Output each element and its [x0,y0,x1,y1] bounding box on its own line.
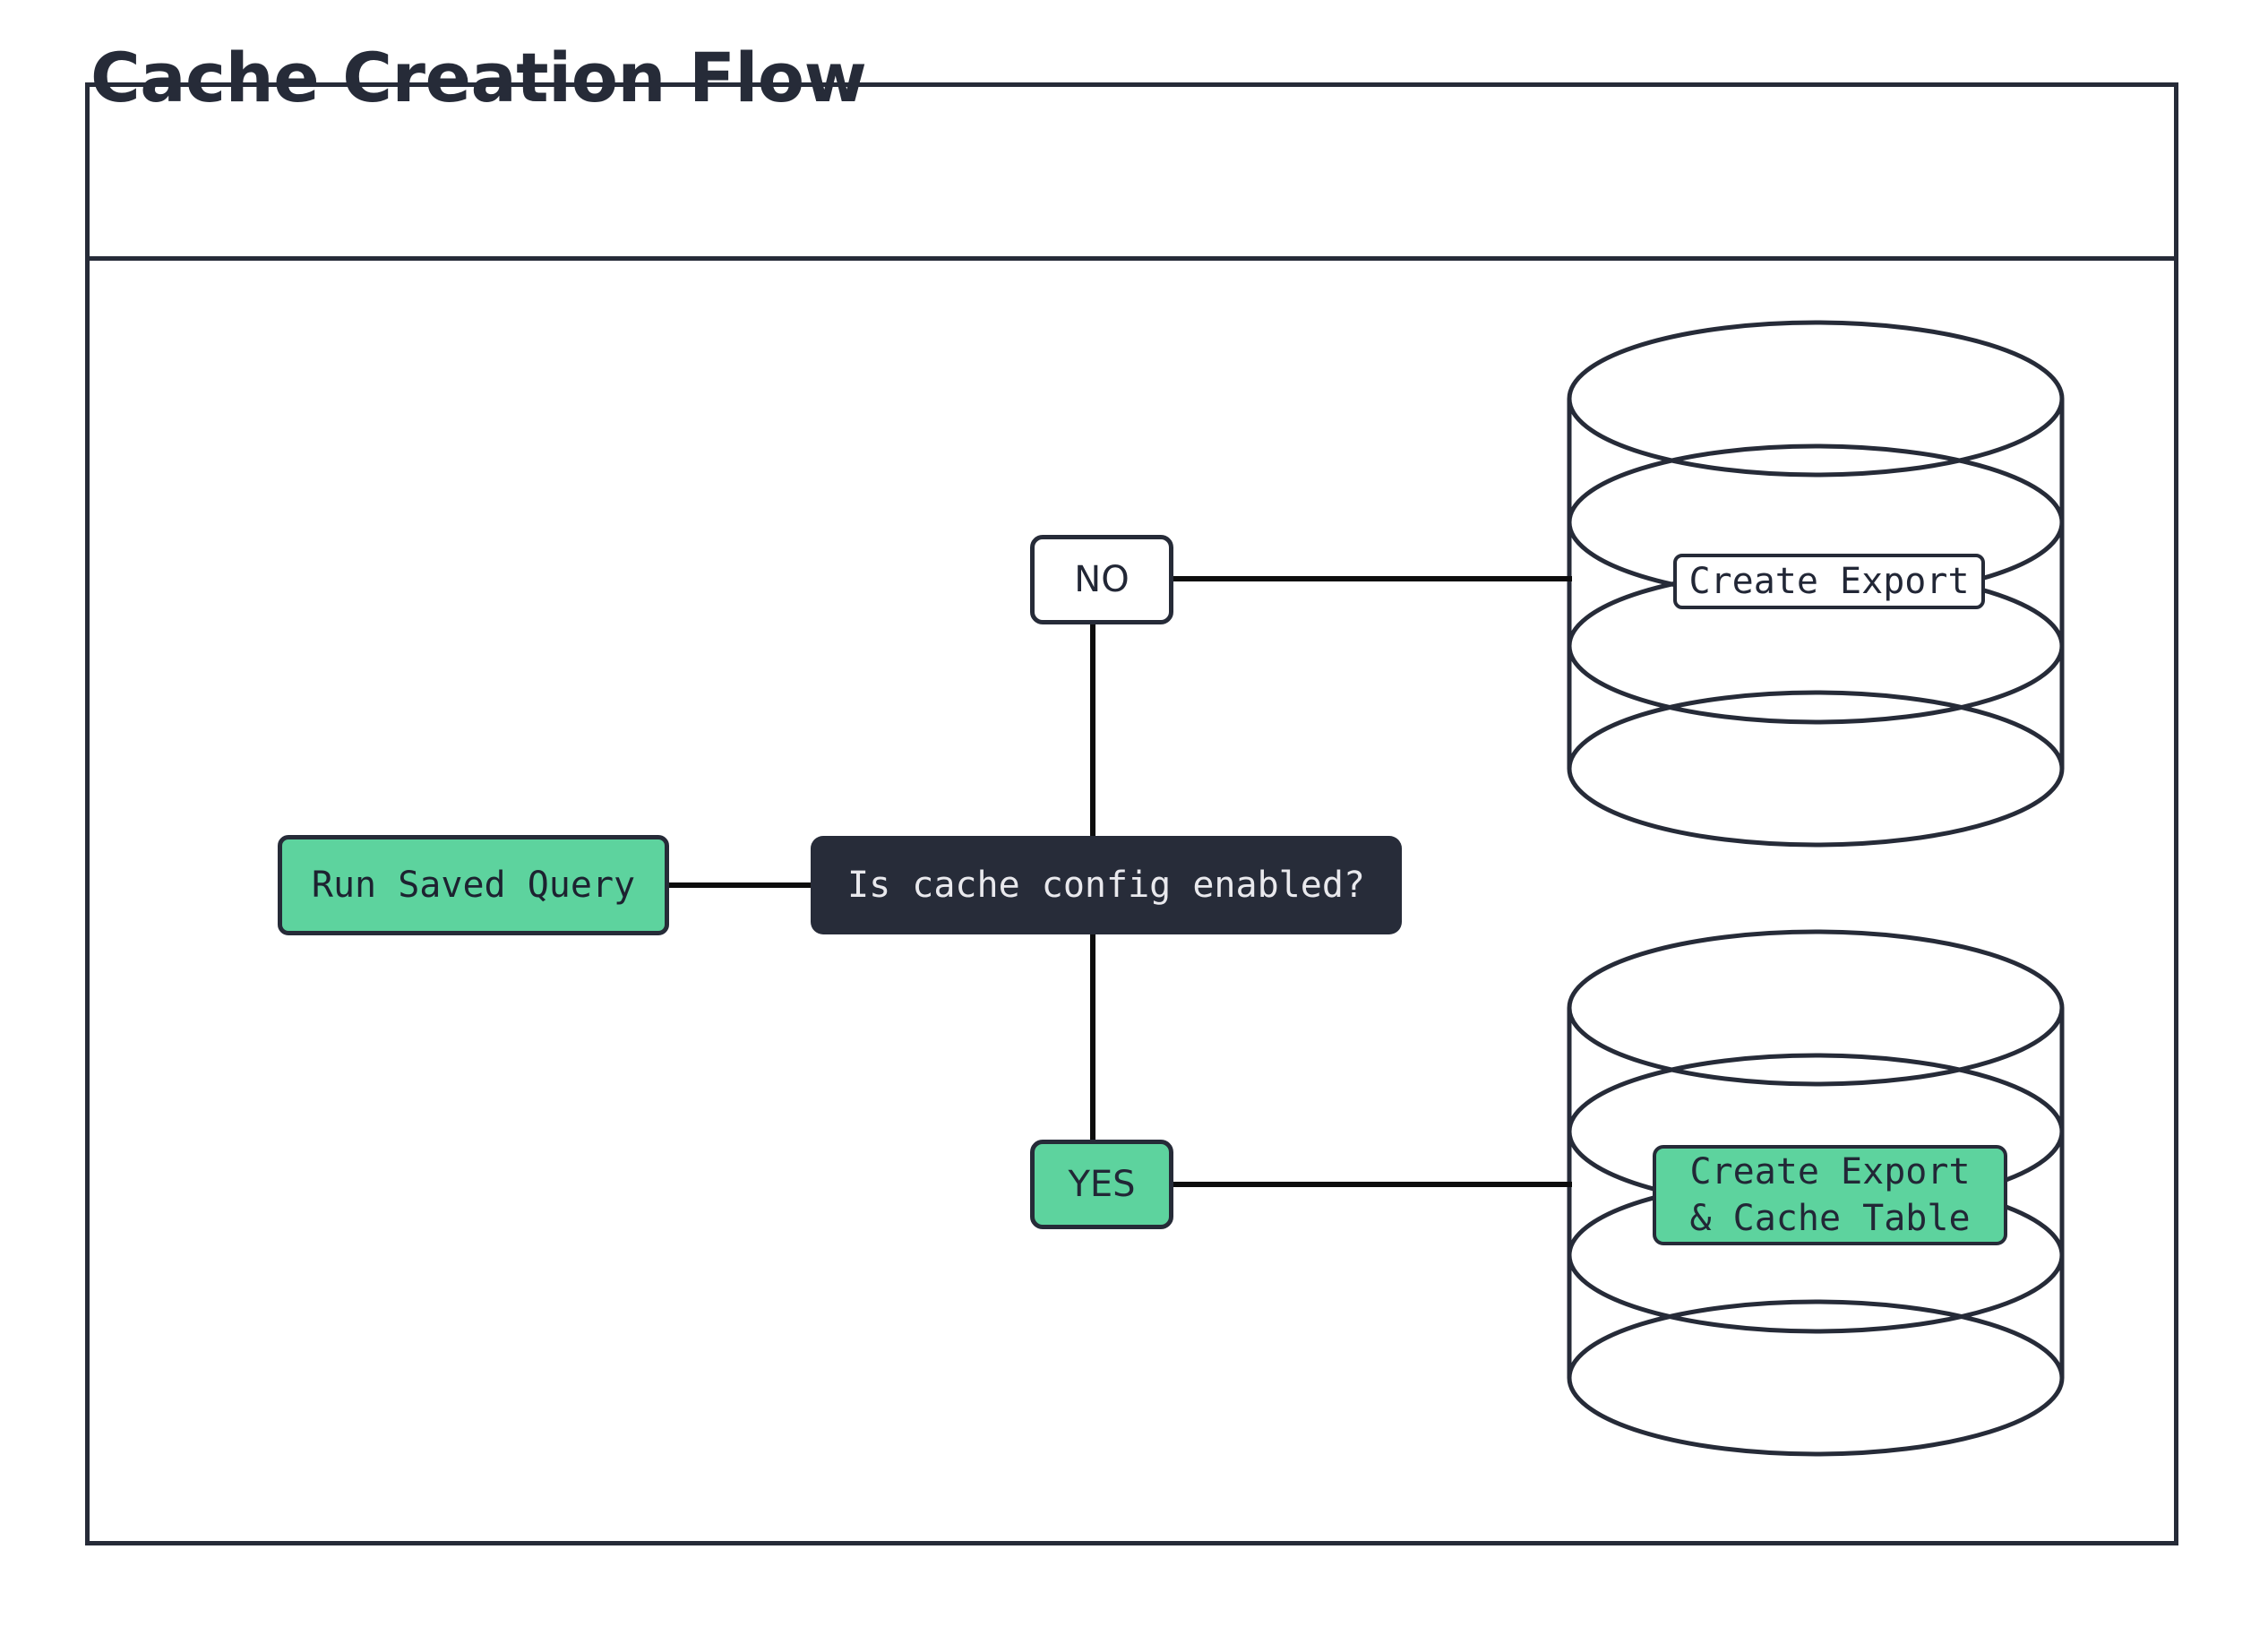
database-label-create-export[interactable]: Create Export [1673,554,1985,609]
diagram-frame [85,82,2178,1545]
node-decision-cache-config[interactable]: Is cache config enabled? [811,836,1402,934]
edge-label-yes[interactable]: YES [1030,1140,1173,1229]
node-run-saved-query[interactable]: Run Saved Query [278,835,669,935]
page-title: Cache Creation Flow [90,38,867,117]
edge-label-no[interactable]: NO [1030,535,1173,624]
database-label-create-export-cache-table[interactable]: Create Export & Cache Table [1653,1145,2007,1245]
diagram-header [90,87,2174,261]
